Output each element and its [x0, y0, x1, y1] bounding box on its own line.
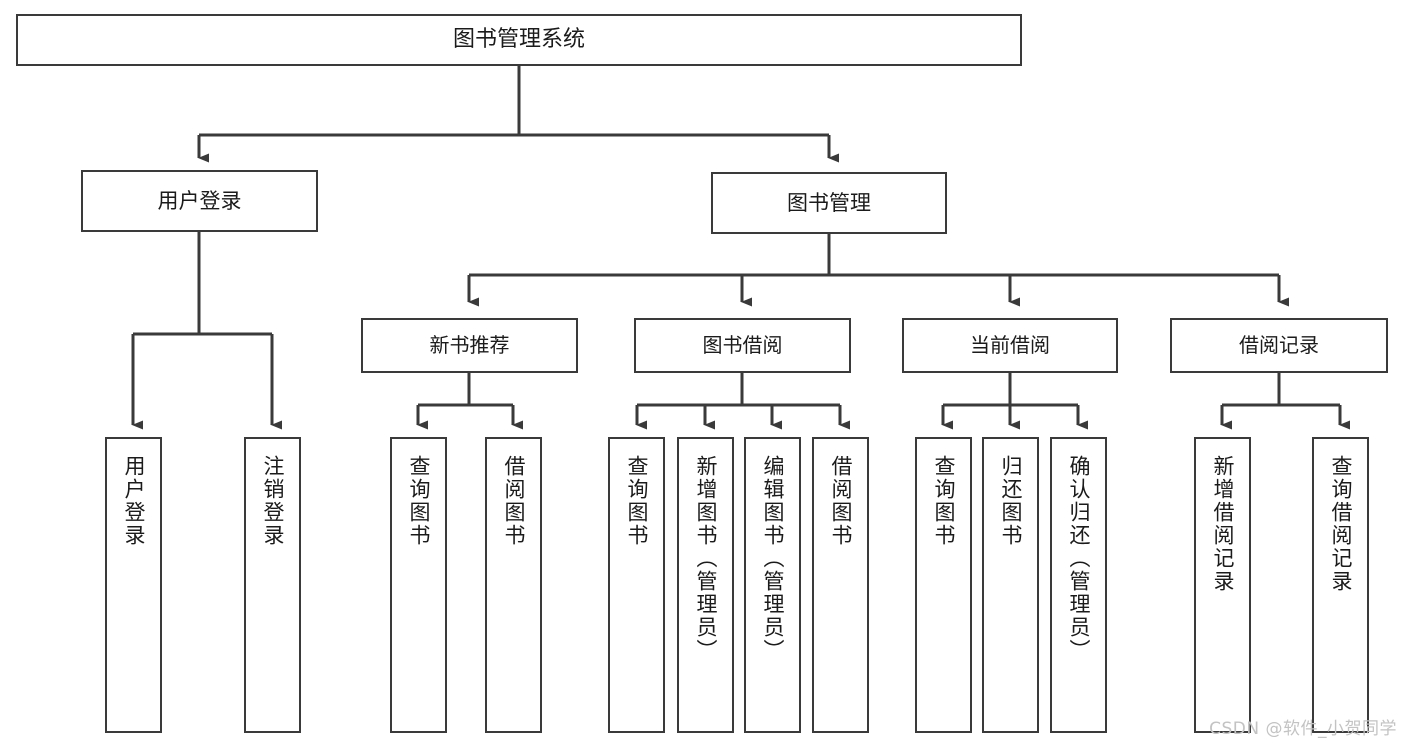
leaf-borrow-book-recommend[interactable]: 借阅图书 — [485, 437, 542, 733]
leaf-query-book-borrow-label: 查询图书 — [625, 455, 649, 547]
node-root[interactable]: 图书管理系统 — [16, 14, 1022, 66]
leaf-confirm-return-admin-label: 确认归还（管理员） — [1067, 455, 1091, 662]
leaf-add-book-admin-label: 新增图书（管理员） — [694, 455, 718, 662]
leaf-query-borrow-record-label: 查询借阅记录 — [1329, 455, 1353, 593]
leaf-query-book-recommend-label: 查询图书 — [407, 455, 431, 547]
leaf-borrow-book-label: 借阅图书 — [829, 455, 853, 547]
leaf-return-book[interactable]: 归还图书 — [982, 437, 1039, 733]
leaf-query-borrow-record[interactable]: 查询借阅记录 — [1312, 437, 1369, 733]
leaf-borrow-book[interactable]: 借阅图书 — [812, 437, 869, 733]
leaf-logout-login-label: 注销登录 — [261, 455, 285, 547]
node-borrow-record[interactable]: 借阅记录 — [1170, 318, 1388, 373]
node-book-borrow-label: 图书借阅 — [702, 332, 783, 357]
leaf-logout-login[interactable]: 注销登录 — [244, 437, 301, 733]
leaf-add-borrow-record-label: 新增借阅记录 — [1211, 455, 1235, 593]
leaf-user-login[interactable]: 用户登录 — [105, 437, 162, 733]
leaf-add-book-admin[interactable]: 新增图书（管理员） — [677, 437, 734, 733]
leaf-confirm-return-admin[interactable]: 确认归还（管理员） — [1050, 437, 1107, 733]
node-new-book-recommend[interactable]: 新书推荐 — [361, 318, 578, 373]
node-user-login[interactable]: 用户登录 — [81, 170, 318, 232]
leaf-edit-book-admin-label: 编辑图书（管理员） — [761, 455, 785, 662]
node-root-label: 图书管理系统 — [452, 26, 585, 52]
node-borrow-record-label: 借阅记录 — [1239, 332, 1319, 357]
leaf-query-book-current-label: 查询图书 — [932, 455, 956, 547]
leaf-query-book-recommend[interactable]: 查询图书 — [390, 437, 447, 733]
csdn-watermark: CSDN @软件_小贺同学 — [1209, 719, 1397, 739]
leaf-query-book-current[interactable]: 查询图书 — [915, 437, 972, 733]
node-current-borrow[interactable]: 当前借阅 — [902, 318, 1118, 373]
node-current-borrow-label: 当前借阅 — [970, 332, 1050, 357]
leaf-borrow-book-recommend-label: 借阅图书 — [502, 455, 526, 547]
node-user-login-label: 用户登录 — [157, 188, 242, 213]
node-book-borrow[interactable]: 图书借阅 — [634, 318, 851, 373]
node-book-manage[interactable]: 图书管理 — [711, 172, 947, 234]
leaf-return-book-label: 归还图书 — [999, 455, 1023, 547]
node-book-manage-label: 图书管理 — [787, 190, 871, 215]
leaf-user-login-label: 用户登录 — [122, 455, 146, 547]
leaf-edit-book-admin[interactable]: 编辑图书（管理员） — [744, 437, 801, 733]
leaf-add-borrow-record[interactable]: 新增借阅记录 — [1194, 437, 1251, 733]
node-new-book-recommend-label: 新书推荐 — [429, 332, 510, 357]
leaf-query-book-borrow[interactable]: 查询图书 — [608, 437, 665, 733]
